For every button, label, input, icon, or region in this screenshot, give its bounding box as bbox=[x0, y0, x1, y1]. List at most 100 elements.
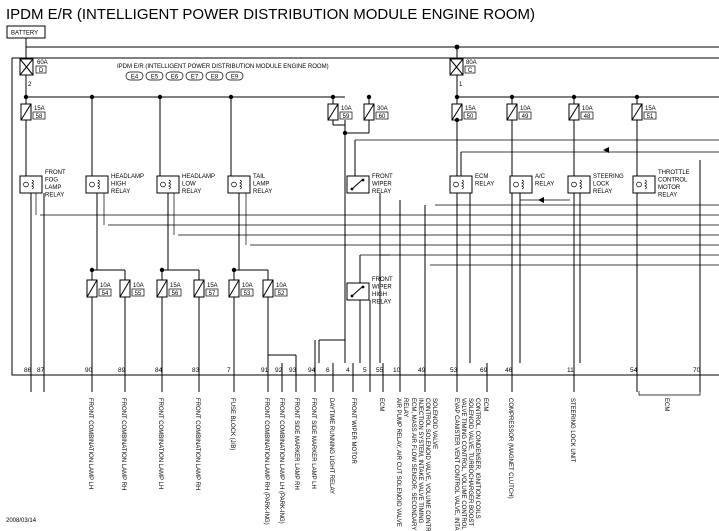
destination-2: FRONT COMBINATION LAMP RH bbox=[120, 398, 126, 490]
svg-text:93: 93 bbox=[289, 367, 297, 374]
pin-93: 93 bbox=[289, 363, 297, 392]
svg-text:C: C bbox=[468, 68, 473, 74]
svg-text:60A: 60A bbox=[37, 60, 48, 66]
svg-text:91: 91 bbox=[261, 367, 269, 374]
svg-text:48: 48 bbox=[584, 114, 591, 120]
pin-10: 10 bbox=[393, 363, 401, 392]
destination-7: FRONT COMBINATION LAMP LH (PARK-ING) bbox=[278, 398, 284, 524]
svg-text:E7: E7 bbox=[191, 75, 199, 81]
svg-text:86: 86 bbox=[24, 367, 32, 374]
pin-4: 4 bbox=[346, 363, 354, 392]
svg-text:4: 4 bbox=[346, 367, 350, 374]
pin-83: 83 bbox=[192, 363, 200, 392]
ecm-bracket bbox=[638, 391, 701, 396]
destination-5: FUSE BLOCK (J/B) bbox=[229, 398, 235, 450]
svg-text:FRONT COMBINATION LAMP RH: FRONT COMBINATION LAMP RH bbox=[194, 398, 200, 490]
svg-text:10A: 10A bbox=[242, 283, 253, 289]
svg-text:49: 49 bbox=[522, 114, 529, 120]
connector-e4: E4 bbox=[125, 71, 144, 81]
svg-text:HEADLAMP: HEADLAMP bbox=[111, 174, 144, 180]
svg-text:COMPRESSOR (MAGNET CLUTCH): COMPRESSOR (MAGNET CLUTCH) bbox=[507, 398, 513, 499]
pin-7: 7 bbox=[227, 363, 235, 392]
svg-text:RELAY: RELAY bbox=[593, 189, 612, 195]
svg-text:LOCK: LOCK bbox=[593, 182, 609, 188]
connector-e5: E5 bbox=[145, 71, 164, 81]
svg-text:84: 84 bbox=[155, 367, 163, 374]
svg-text:FRONT SIDE MARKER LAMP RH: FRONT SIDE MARKER LAMP RH bbox=[293, 398, 299, 490]
svg-text:WIPER: WIPER bbox=[372, 182, 392, 188]
main-fuse-60a: 60A D 2 bbox=[19, 47, 48, 88]
svg-text:7: 7 bbox=[227, 367, 231, 374]
svg-text:FRONT COMBINATION LAMP RH (PAR: FRONT COMBINATION LAMP RH (PARK-ING) bbox=[263, 398, 269, 525]
destination-17: COMPRESSOR (MAGNET CLUTCH) bbox=[507, 398, 513, 499]
svg-text:92: 92 bbox=[275, 367, 283, 374]
svg-text:E4: E4 bbox=[131, 75, 139, 81]
svg-text:FRONT: FRONT bbox=[372, 277, 393, 283]
svg-text:ECM: ECM bbox=[482, 398, 488, 411]
connector-e7: E7 bbox=[185, 71, 204, 81]
svg-text:AIR PUMP RELAY, AIR CUT SOLENO: AIR PUMP RELAY, AIR CUT SOLENOID VALVERE… bbox=[395, 398, 408, 527]
pin-46: 46 bbox=[505, 363, 513, 392]
svg-text:FRONT COMBINATION LAMP RH: FRONT COMBINATION LAMP RH bbox=[120, 398, 126, 490]
svg-text:15A: 15A bbox=[645, 106, 656, 112]
pin-49: 49 bbox=[418, 363, 426, 392]
svg-text:90: 90 bbox=[85, 367, 93, 374]
svg-text:FUSE BLOCK (J/B): FUSE BLOCK (J/B) bbox=[229, 398, 235, 450]
svg-text:RELAY: RELAY bbox=[253, 189, 272, 195]
svg-text:CONTROL: CONTROL bbox=[658, 178, 688, 184]
svg-text:83: 83 bbox=[192, 367, 200, 374]
svg-text:RELAY: RELAY bbox=[372, 300, 391, 306]
pin-91: 91 bbox=[261, 363, 269, 392]
svg-text:STEERING LOCK UNIT: STEERING LOCK UNIT bbox=[569, 398, 575, 463]
svg-text:94: 94 bbox=[308, 367, 316, 374]
svg-text:FOG: FOG bbox=[45, 178, 58, 184]
svg-text:FRONT COMBINATION LAMP LH (PAR: FRONT COMBINATION LAMP LH (PARK-ING) bbox=[278, 398, 284, 524]
connector-e6: E6 bbox=[165, 71, 184, 81]
destination-12: ECM bbox=[378, 398, 384, 411]
svg-text:59: 59 bbox=[343, 114, 350, 120]
svg-text:RELAY: RELAY bbox=[658, 193, 677, 199]
pin-87: 87 bbox=[37, 363, 45, 392]
pin-94: 94 bbox=[308, 363, 316, 392]
pin-54: 54 bbox=[630, 363, 638, 392]
destination-14: ECM, MASS AIR FLOW SENSOR, SECONDARY AIR… bbox=[410, 398, 437, 531]
svg-text:30A: 30A bbox=[377, 106, 388, 112]
svg-text:15A: 15A bbox=[207, 283, 218, 289]
pin-70: 70 bbox=[693, 363, 701, 392]
battery-label: BATTERY bbox=[11, 31, 38, 37]
destination-9: FRONT SIDE MARKER LAMP LH bbox=[310, 398, 316, 489]
destination-19: ECM bbox=[663, 398, 669, 411]
svg-text:10A: 10A bbox=[520, 106, 531, 112]
svg-text:55: 55 bbox=[135, 291, 142, 297]
svg-text:FRONT WIPER MOTOR: FRONT WIPER MOTOR bbox=[350, 398, 356, 464]
svg-text:52: 52 bbox=[278, 291, 285, 297]
svg-text:15A: 15A bbox=[170, 283, 181, 289]
destination-15: EVAP CANISTER VENT CONTROL VALVE, INTAKE… bbox=[453, 398, 480, 531]
svg-text:54: 54 bbox=[102, 291, 109, 297]
svg-text:HEADLAMP: HEADLAMP bbox=[182, 174, 215, 180]
svg-text:WIPER: WIPER bbox=[372, 285, 392, 291]
svg-text:1: 1 bbox=[459, 82, 463, 88]
connector-e9: E9 bbox=[225, 71, 244, 81]
svg-text:56: 56 bbox=[172, 291, 179, 297]
svg-text:LAMP: LAMP bbox=[45, 185, 61, 191]
svg-text:RELAY: RELAY bbox=[535, 182, 554, 188]
svg-text:RELAY: RELAY bbox=[45, 193, 64, 199]
svg-text:54: 54 bbox=[630, 367, 638, 374]
svg-text:10: 10 bbox=[393, 367, 401, 374]
ipdm-outline bbox=[11, 58, 719, 376]
